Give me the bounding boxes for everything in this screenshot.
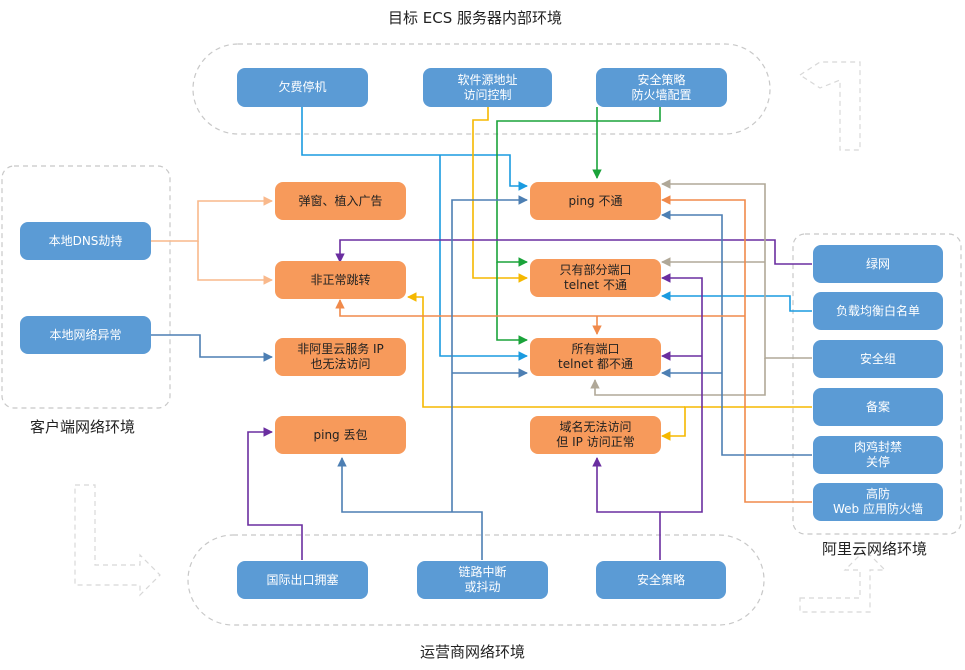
edge-botnet-to-ping [661,210,812,456]
edge-firewall-to-partial [496,107,661,267]
cause-security-group: 安全组 [813,340,943,378]
client-region-outline [1,165,171,409]
symptom-abnormal-redirect: 非正常跳转 [275,261,406,299]
cause-overdue: 欠费停机 [237,68,368,107]
cause-lb-whitelist: 负载均衡白名单 [813,292,943,330]
edge-isppolicy-to-partial [660,273,703,513]
edge-waf-to-redirect [335,299,745,317]
symptom-partial-telnet: 只有部分端口 telnet 不通 [530,259,661,297]
edge-lb-to-partial [661,291,812,312]
cause-greennet: 绿网 [813,245,943,283]
isp-region-outline [187,534,765,626]
aliyun-region-outline [792,233,962,535]
flow-arrow-topright [798,61,861,151]
symptom-domain-fail: 域名无法访问 但 IP 访问正常 [530,416,661,454]
aliyun-region-label: 阿里云网络环境 [822,540,928,558]
edge-dns-to-ads [150,196,273,242]
edge-congestion-to-pingloss [247,427,303,560]
cause-isp-policy: 安全策略 [596,561,726,599]
edge-overdue-to-ping [301,107,528,191]
edge-link-to-pingloss [337,457,483,560]
cause-filing: 备案 [813,388,943,426]
edge-filing-to-domain [661,406,812,441]
edge-waf-to-ping [661,195,812,503]
symptom-all-telnet: 所有端口 telnet 都不通 [530,338,661,376]
edge-secgroup-to-ping [661,179,812,359]
cause-link-interruption: 链路中断 或抖动 [417,561,548,599]
cause-dns-hijack: 本地DNS劫持 [20,222,151,260]
cause-botnet-ban: 肉鸡封禁 关停 [813,436,943,474]
edge-secgroup-to-alltelnet [590,358,766,396]
edge-filing-to-redirect [407,292,685,408]
edge-overdue-to-alltelnet [439,155,528,361]
ecs-region-label: 目标 ECS 服务器内部环境 [388,9,563,27]
cause-waf: 高防 Web 应用防火墙 [813,483,943,521]
edge-firewall-to-alltelnet [496,262,528,345]
symptom-ping-fail: ping 不通 [530,182,661,220]
ecs-region-outline [192,43,771,135]
cause-firewall: 安全策略 防火墙配置 [596,68,727,107]
edge-source-to-partial [472,107,528,283]
symptom-non-aliyun-ip: 非阿里云服务 IP 也无法访问 [275,338,406,376]
flow-arrow-bottomright [799,549,887,613]
client-region-label: 客户端网络环境 [30,418,136,436]
cause-local-network: 本地网络异常 [20,316,151,354]
isp-region-label: 运营商网络环境 [420,643,526,661]
edge-link-to-ping [451,195,528,512]
flow-arrow-bottomleft [74,484,161,597]
edge-localnet-to-nonaliyun [150,334,273,362]
edge-dns-to-redirect [197,241,273,285]
cause-intl-congestion: 国际出口拥塞 [237,561,368,599]
cause-software-source: 软件源地址 访问控制 [423,68,552,107]
edge-isppolicy-to-domain [592,457,661,560]
edge-greennet-to-redirect [335,239,812,265]
symptom-popup-ads: 弹窗、植入广告 [275,182,406,220]
symptom-ping-loss: ping 丢包 [275,416,406,454]
